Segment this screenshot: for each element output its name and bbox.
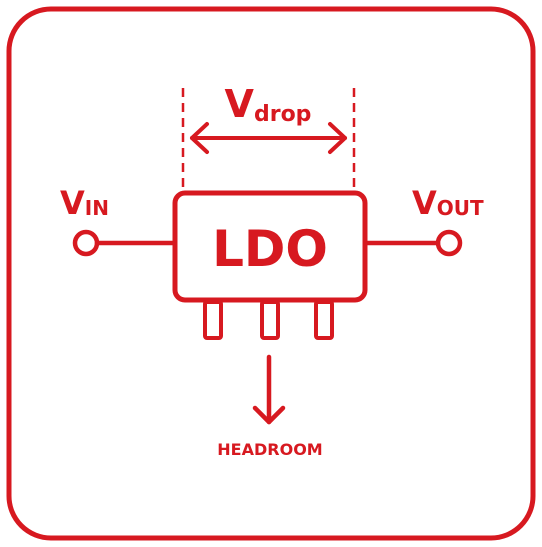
headroom-label: HEADROOM (217, 440, 322, 459)
input-label-sub: IN (85, 196, 109, 220)
drop-arrow-left-head (190, 122, 209, 154)
ldo-label: LDO (212, 220, 328, 278)
input-terminal (72, 229, 100, 257)
pin-middle (260, 300, 280, 340)
pin-right (314, 300, 334, 340)
drop-label: Vdrop (225, 82, 312, 127)
output-label-main: V (412, 184, 437, 222)
drop-arrow-right-head (328, 122, 347, 154)
input-label-main: V (60, 184, 85, 222)
output-label-sub: OUT (437, 196, 484, 220)
headroom-arrow-head (252, 405, 286, 425)
drop-label-main: V (225, 82, 255, 126)
output-label: VOUT (412, 184, 484, 222)
drop-label-sub: drop (254, 102, 311, 127)
input-label: VIN (60, 184, 109, 222)
pin-left (203, 300, 223, 340)
outer-frame (6, 6, 536, 541)
output-terminal (435, 229, 463, 257)
